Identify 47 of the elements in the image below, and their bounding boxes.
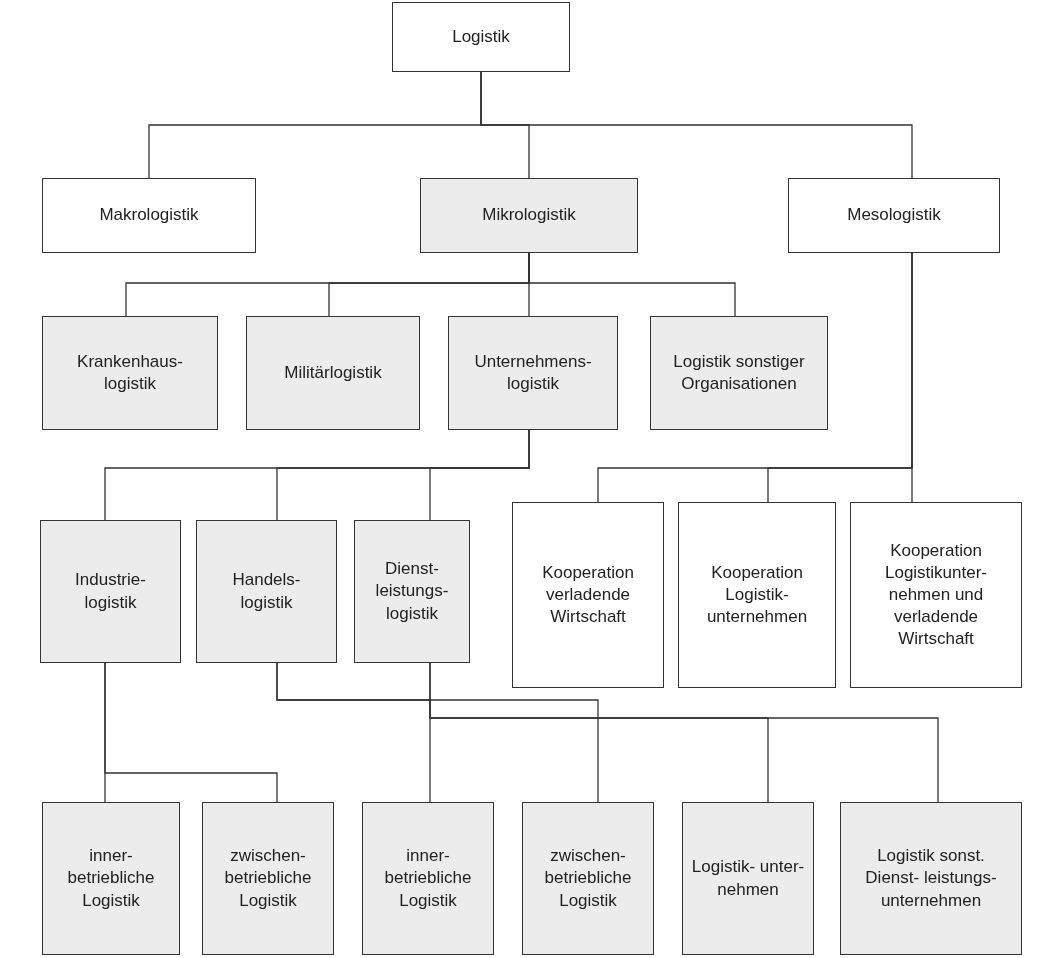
category-box: [850, 502, 1022, 688]
connector-line: [528, 252, 736, 317]
box-label: Logistik- unter- nehmen: [691, 856, 805, 901]
connector-line: [429, 662, 939, 803]
category-box: [40, 520, 181, 663]
connector-line: [429, 429, 530, 521]
category-box: [42, 316, 218, 430]
category-box: [788, 178, 1000, 253]
category-box: [650, 316, 828, 430]
box-label: Mikrologistik: [482, 204, 576, 227]
box-label: Kooperation verladende Wirtschaft: [541, 561, 635, 629]
box-label: Krankenhaus- logistik: [76, 350, 184, 395]
category-box: [392, 2, 570, 72]
category-box: [202, 802, 334, 955]
category-box: [362, 802, 494, 955]
category-box: [42, 178, 256, 253]
box-label: Handels- logistik: [231, 569, 302, 614]
connector-line: [911, 252, 913, 503]
box-label: inner- betriebliche Logistik: [383, 845, 473, 912]
category-box: [354, 520, 470, 663]
box-label: Industrie- logistik: [74, 569, 147, 614]
box-label: Kooperation Logistik- unternehmen: [705, 561, 809, 629]
category-box: [512, 502, 664, 688]
category-box: [246, 316, 420, 430]
box-label: Unternehmens- logistik: [473, 350, 593, 395]
box-label: Logistik sonst. Dienst- leistungs- unternehmen: [864, 845, 998, 912]
connector-line: [276, 662, 599, 803]
connector-line: [104, 662, 278, 803]
category-box: [448, 316, 618, 430]
category-box: [682, 802, 814, 955]
box-label: zwischen- betriebliche Logistik: [543, 845, 633, 912]
category-box: [420, 178, 638, 253]
box-label: Logistik: [452, 25, 510, 48]
category-box: [678, 502, 836, 688]
category-box: [840, 802, 1022, 955]
box-label: Kooperation Logistikunter- nehmen und verladende Wirtschaft: [883, 539, 989, 651]
category-box: [42, 802, 180, 955]
box-label: Dienst- leistungs- logistik: [374, 558, 450, 625]
category-box: [196, 520, 337, 663]
box-label: Logistik sonstiger Organisationen: [672, 350, 806, 395]
box-label: Mesologistik: [847, 204, 941, 227]
box-label: inner- betriebliche Logistik: [66, 845, 156, 912]
connector-line: [480, 71, 913, 179]
category-box: [522, 802, 654, 955]
box-label: Makrologistik: [99, 204, 199, 227]
box-label: Militärlogistik: [284, 361, 382, 384]
box-label: zwischen- betriebliche Logistik: [223, 845, 313, 912]
